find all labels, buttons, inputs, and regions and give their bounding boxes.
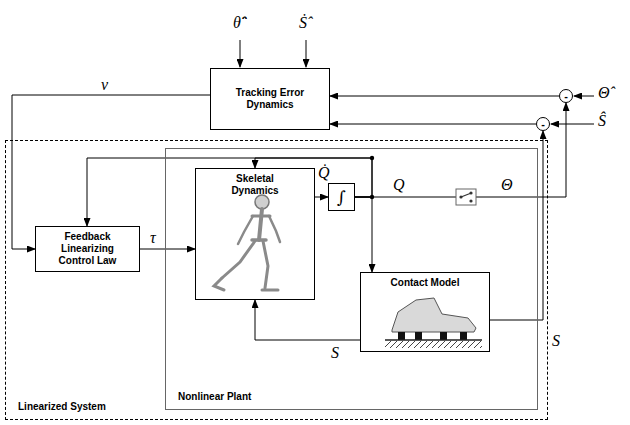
signal-name: θ̈̂ [232, 10, 242, 32]
signal-name: S [551, 332, 561, 350]
junction-circle [560, 90, 573, 103]
junction-dot [370, 195, 374, 199]
signal-name: Q [392, 176, 406, 194]
region-label: Nonlinear Plant [178, 391, 251, 403]
reference-arrow [551, 124, 594, 125]
plant-region: Nonlinear Plant Skeletal Dynamics ∫ Contact… [165, 148, 538, 410]
signal-name: Θ [500, 176, 514, 194]
process-box: Feedback Linearizing Control Law [35, 226, 140, 272]
box-title: Tracking Error Dynamics [229, 87, 311, 111]
signal-arrow [140, 249, 195, 250]
process-box: Tracking Error Dynamics [210, 68, 330, 130]
region-label: Linearized System [18, 401, 106, 413]
signal-arrow [255, 300, 360, 340]
signal-arrow [315, 197, 328, 198]
sign-text: - [541, 119, 545, 130]
process-box: Skeletal Dynamics [195, 168, 315, 300]
signal-name: Q̇ [317, 164, 331, 182]
integrator-box: ∫ [328, 183, 355, 211]
signal-arrow [490, 131, 543, 320]
signal-name: Θ̂ [597, 84, 611, 102]
signal-name: Ŝ [597, 112, 607, 130]
integral-sign: ∫ [337, 187, 346, 207]
process-box: Contact Model [360, 272, 490, 352]
signal-arrow [355, 103, 566, 197]
system-region: Linearized System Feedback Linearizing Co… [5, 140, 548, 420]
sign-text: - [564, 91, 568, 102]
foot-contact-figure [385, 298, 482, 348]
junction-circle [537, 118, 550, 131]
summing-junction: - [536, 117, 550, 131]
input-arrow [306, 40, 307, 67]
box-title: Skeletal Dynamics [223, 173, 287, 197]
reference-arrow [574, 96, 594, 97]
junction-dot [370, 156, 374, 160]
signal-arrow [330, 124, 536, 125]
signal-arrow [355, 197, 372, 272]
box-title: Contact Model [391, 277, 460, 289]
signal-name: Ṡ̂ [298, 10, 308, 32]
skeleton-figure [214, 195, 280, 290]
input-arrow [240, 40, 241, 67]
signal-name: v [100, 76, 109, 94]
summing-junction: - [559, 89, 573, 103]
signal-arrow [330, 96, 559, 97]
signal-name: τ [149, 229, 157, 247]
box-title: Feedback Linearizing Control Law [51, 231, 125, 267]
signal-name: S [330, 344, 340, 362]
switch-symbol [456, 189, 476, 205]
